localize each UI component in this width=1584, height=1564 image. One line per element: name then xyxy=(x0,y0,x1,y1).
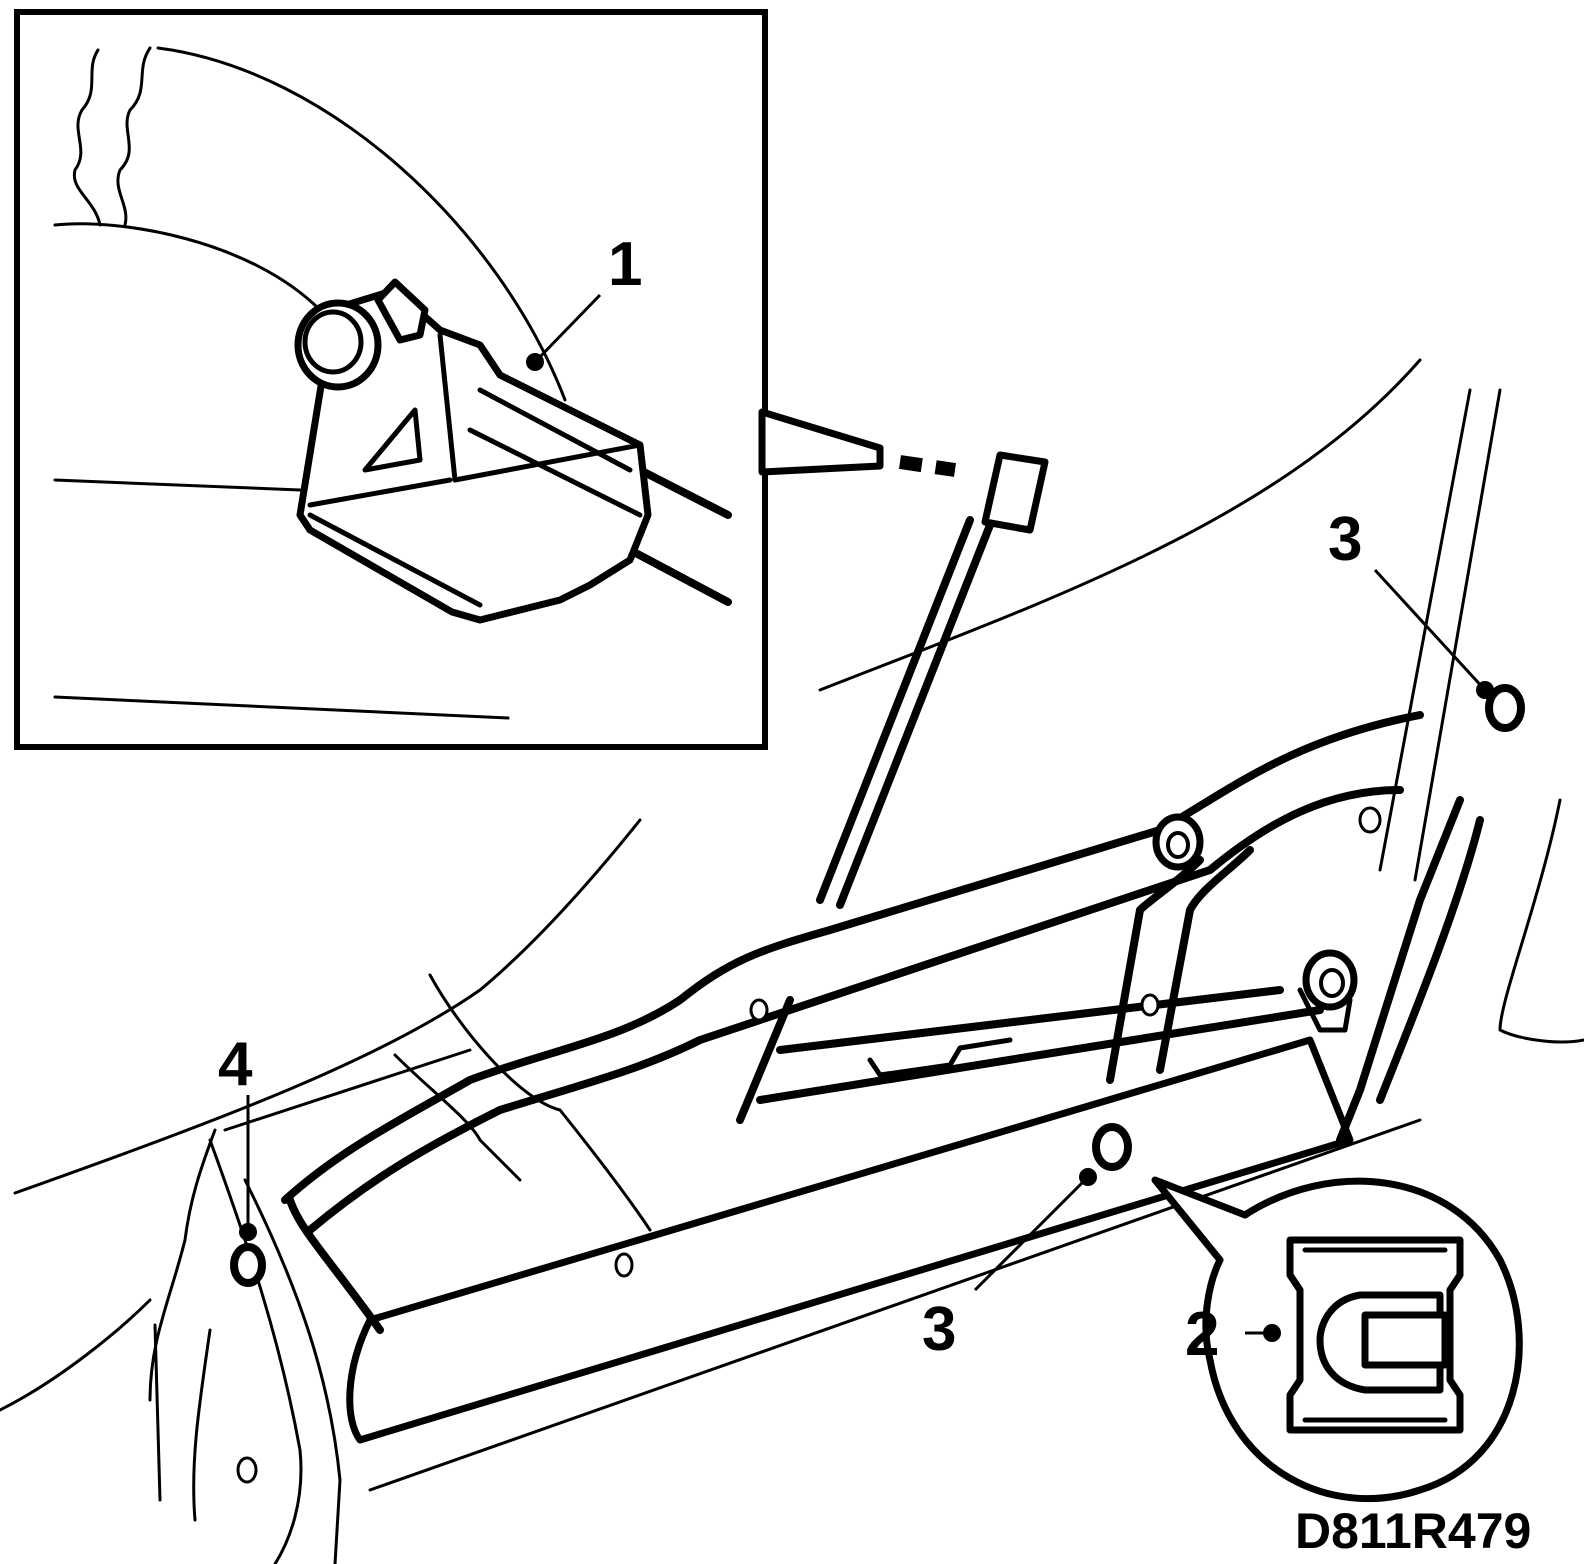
clip-2-speed-nut xyxy=(1286,1236,1464,1434)
frame-lower-tube xyxy=(306,786,1404,1234)
module-tab xyxy=(374,278,429,344)
left-structure-5 xyxy=(0,1298,152,1412)
panel-curve-left xyxy=(13,818,642,1195)
panel-curve-left-2 xyxy=(223,1048,472,1132)
clip-inner-frame xyxy=(1302,1247,1448,1423)
callout-4-label: 4 xyxy=(218,1030,253,1099)
fastener-3-upper xyxy=(1485,684,1525,732)
fastener-3-lower xyxy=(1092,1123,1132,1171)
callout-1-dot xyxy=(526,353,544,371)
left-structure-7 xyxy=(428,973,652,1232)
inset-torn-edge xyxy=(72,46,152,227)
left-structure-8 xyxy=(393,1053,522,1182)
frame-diagonal-b xyxy=(1156,846,1254,1074)
link-rod-end xyxy=(981,451,1049,534)
callout-3b-leader xyxy=(973,1175,1090,1292)
inset-rod-lower xyxy=(626,546,732,606)
inner-rail xyxy=(736,986,1324,1124)
module-clip xyxy=(362,407,423,473)
hole-e xyxy=(1358,806,1382,834)
hinge-plate xyxy=(1297,987,1353,1033)
inset-pointer xyxy=(758,408,884,476)
inset-pointer-dash xyxy=(898,455,957,477)
reference-code: D811R479 xyxy=(1295,1503,1531,1559)
left-structure-4 xyxy=(243,1178,342,1564)
callout-3a-leader xyxy=(1373,568,1487,692)
frame-diagonal-a xyxy=(1106,856,1204,1084)
hole-d xyxy=(236,1456,258,1484)
callout-3a-label: 3 xyxy=(1328,505,1362,574)
callout-2-dot xyxy=(1263,1324,1281,1342)
inset-line-b xyxy=(53,695,510,720)
callout-3b-dot xyxy=(1079,1168,1097,1186)
link-rod xyxy=(816,516,994,909)
module-connector-inner xyxy=(302,309,364,375)
left-structure-6 xyxy=(153,1323,212,1522)
module-ridge xyxy=(467,387,643,518)
inner-rail-step xyxy=(867,1037,1013,1078)
clip-detail: 2 xyxy=(1151,1176,1523,1502)
callout-2-label: 2 xyxy=(1185,1300,1219,1369)
pillar-line-1 xyxy=(1378,388,1472,872)
left-structure-2 xyxy=(148,1128,217,1402)
hole-c xyxy=(614,1252,634,1278)
inset-panel-edge xyxy=(156,46,567,402)
inset-line-a xyxy=(53,478,302,492)
callout-1-leader xyxy=(533,293,602,364)
panel-curve-lower xyxy=(368,1118,1422,1492)
pillar-line-2 xyxy=(1413,388,1502,882)
callout-3b-label: 3 xyxy=(922,1295,956,1364)
module-top-edge xyxy=(437,332,643,483)
frame-upper-tube xyxy=(281,711,1424,1204)
inset-rod-upper xyxy=(636,466,732,519)
hole-a xyxy=(749,998,769,1022)
hole-b xyxy=(1140,993,1160,1017)
callout-4-dot xyxy=(239,1223,257,1241)
hinge-bracket xyxy=(1336,796,1484,1144)
callout-3a-dot xyxy=(1476,681,1494,699)
detail-inset: 1 xyxy=(14,9,957,750)
left-structure-1 xyxy=(286,1196,384,1334)
pillar-line-3 xyxy=(1498,798,1584,1044)
inset-panel-lower xyxy=(53,222,322,312)
pivot-upper-hole xyxy=(1166,831,1190,859)
left-structure-3 xyxy=(208,1138,303,1564)
clip-tongue xyxy=(1361,1311,1449,1369)
fastener-4 xyxy=(230,1243,266,1287)
pivot-lower-hole xyxy=(1319,968,1345,998)
callout-1-label: 1 xyxy=(608,230,642,299)
module-front-face xyxy=(307,477,483,608)
main-assembly: 3 3 4 xyxy=(0,358,1584,1564)
component-1-module xyxy=(294,278,652,624)
